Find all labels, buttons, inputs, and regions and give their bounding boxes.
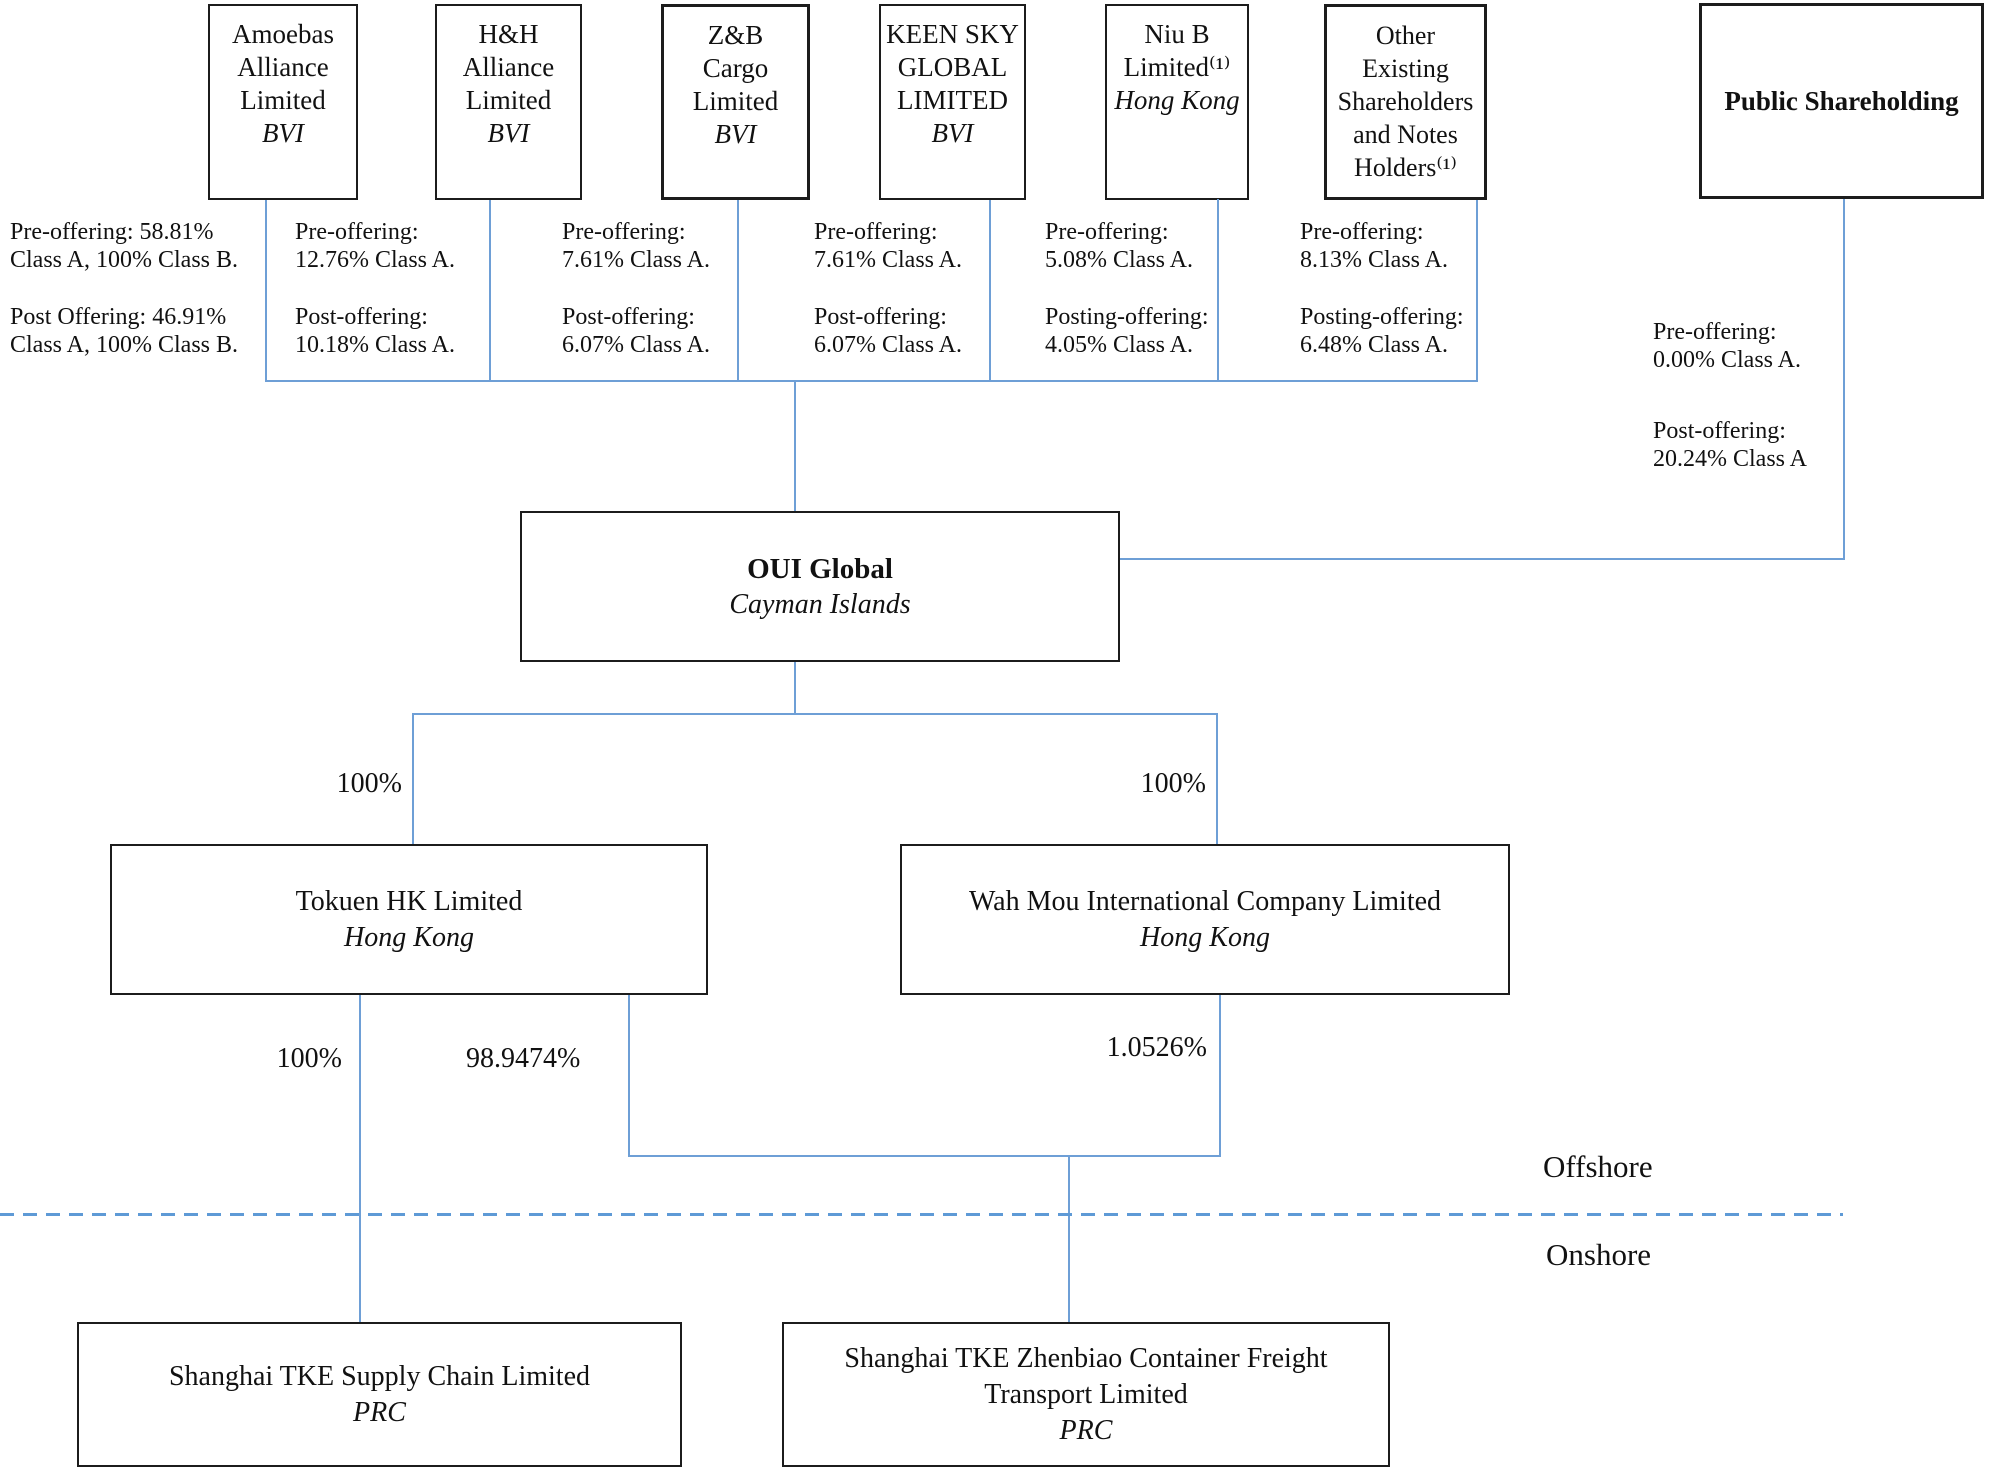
company-jurisdiction: BVI [262,118,304,148]
shareholder-box-keen-sky: KEEN SKY GLOBAL LIMITED BVI [879,4,1026,200]
company-name: Wah Mou International Company Limited [968,885,1442,917]
company-name: KEEN SKY GLOBAL LIMITED [886,19,1019,115]
company-jurisdiction: PRC [353,1396,406,1428]
shareholder-box-amoebas: Amoebas Alliance Limited BVI [208,4,358,200]
connector-hh-down [489,200,491,380]
company-name: Shanghai TKE Zhenbiao Container Freight … [844,1342,1328,1410]
company-jurisdiction: Hong Kong [1114,85,1240,115]
connector-tokuen-down [628,995,630,1155]
offshore-onshore-divider [0,1213,1843,1216]
pct-oui-to-tokuen: 100% [336,768,402,799]
connector-to-wah-mou [1216,713,1218,844]
company-name: Niu B Limited⁽¹⁾ [1123,19,1231,82]
company-name: OUI Global [747,552,893,585]
connector-public-to-oui [1120,558,1845,560]
note-niu-b-post: Posting-offering: 4.05% Class A. [1045,304,1209,358]
shareholder-box-hh: H&H Alliance Limited BVI [435,4,582,200]
note-keen-sky-post: Post-offering: 6.07% Class A. [814,304,963,358]
shareholder-box-zb: Z&B Cargo Limited BVI [661,4,810,200]
shanghai-zhenbiao-box: Shanghai TKE Zhenbiao Container Freight … [782,1322,1390,1467]
company-jurisdiction: BVI [487,118,530,148]
connector-zhenbiao-bus [628,1155,1221,1157]
company-jurisdiction: PRC [1059,1414,1113,1446]
company-name: Other Existing Shareholders and Notes Ho… [1337,21,1474,182]
connector-other-down [1476,200,1478,380]
public-shareholding-label: Public Shareholding [1724,86,1959,116]
note-keen-sky-pre: Pre-offering: 7.61% Class A. [814,219,963,273]
connector-niu-b-down [1217,199,1219,380]
connector-shareholders-bus [265,380,1478,382]
note-other-pre: Pre-offering: 8.13% Class A. [1300,219,1449,273]
note-other-post: Posting-offering: 6.48% Class A. [1300,304,1464,358]
note-zb-pre: Pre-offering: 7.61% Class A. [562,219,711,273]
tokuen-box: Tokuen HK Limited Hong Kong [110,844,708,995]
public-shareholding-box: Public Shareholding [1699,3,1984,199]
note-amoebas-post: Post Offering: 46.91% Class A, 100% Clas… [10,304,239,358]
pct-wah-mou-to-zhenbiao: 1.0526% [1106,1032,1207,1063]
pct-tokuen-to-zhenbiao: 98.9474% [466,1043,581,1074]
company-jurisdiction: Cayman Islands [729,588,911,620]
note-amoebas-pre: Pre-offering: 58.81% Class A, 100% Class… [10,219,239,273]
shareholder-box-other-existing: Other Existing Shareholders and Notes Ho… [1324,4,1487,200]
company-name: H&H Alliance Limited [462,19,555,115]
connector-tokuen-to-supply [359,995,361,1322]
connector-amoebas-down [265,200,267,380]
company-jurisdiction: BVI [714,119,757,149]
connector-to-zhenbiao [1068,1155,1070,1322]
connector-bus-to-oui [794,380,796,511]
note-zb-post: Post-offering: 6.07% Class A. [562,304,711,358]
connector-public-down [1843,199,1845,558]
shareholder-box-niu-b: Niu B Limited⁽¹⁾ Hong Kong [1105,4,1249,200]
company-jurisdiction: Hong Kong [1140,921,1270,953]
region-label-onshore: Onshore [1546,1237,1652,1272]
company-name: Z&B Cargo Limited [692,20,779,116]
connector-to-tokuen [412,713,414,844]
connector-keen-sky-down [989,200,991,380]
connector-wah-mou-down [1219,995,1221,1155]
connector-oui-children-bus [412,713,1218,715]
company-name: Tokuen HK Limited [295,885,523,917]
note-public-post: Post-offering: 20.24% Class A [1653,418,1808,472]
shanghai-supply-box: Shanghai TKE Supply Chain Limited PRC [77,1322,682,1467]
oui-global-box: OUI Global Cayman Islands [520,511,1120,662]
note-hh-pre: Pre-offering: 12.76% Class A. [295,219,456,273]
region-label-offshore: Offshore [1543,1149,1653,1184]
connector-zb-down [737,200,739,380]
company-jurisdiction: BVI [931,118,974,148]
pct-oui-to-wah-mou: 100% [1140,768,1206,799]
note-public-pre: Pre-offering: 0.00% Class A. [1653,319,1802,373]
company-jurisdiction: Hong Kong [344,921,474,953]
wah-mou-box: Wah Mou International Company Limited Ho… [900,844,1510,995]
connector-oui-down [794,662,796,713]
company-name: Shanghai TKE Supply Chain Limited [168,1360,590,1392]
company-name: Amoebas Alliance Limited [232,19,334,115]
note-niu-b-pre: Pre-offering: 5.08% Class A. [1045,219,1194,273]
note-hh-post: Post-offering: 10.18% Class A. [295,304,456,358]
pct-tokuen-to-supply: 100% [276,1043,342,1074]
